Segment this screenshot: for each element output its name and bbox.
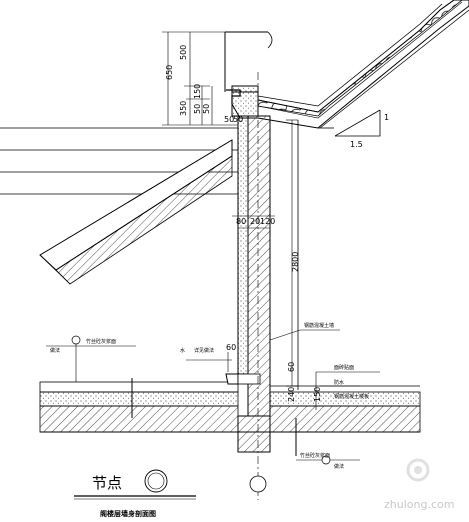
axis-lines — [249, 72, 267, 500]
dim-500: 500 — [179, 45, 188, 60]
slab-note-2: 防水 — [334, 379, 344, 386]
dim-50-c: 50 — [224, 115, 234, 124]
dim-60-drip: 60 — [226, 343, 236, 352]
slope-indicator: 1 1.5 — [334, 109, 389, 149]
lower-right-note: 竹丝砼灰浆面 — [300, 452, 330, 459]
dim-60-right: 60 — [287, 362, 296, 372]
slab-note-1: 面砖贴面 — [334, 364, 354, 371]
parapet-block — [226, 85, 259, 117]
dim-80: 80 — [236, 217, 246, 226]
stair — [39, 139, 233, 285]
gutter-detail — [186, 359, 261, 385]
drawing-subtitle: 阁楼层墙身剖面图 — [100, 509, 156, 518]
dim-150-floor: 150 — [313, 387, 322, 402]
height-dimension: 2800 60 240 150 — [286, 119, 322, 410]
dim-50-a: 50 — [193, 104, 202, 114]
floor-slab — [39, 381, 421, 453]
lower-right-small: 做法 — [334, 463, 344, 470]
dim-50-d: 50 — [233, 115, 243, 124]
slope-rise: 1 — [384, 113, 389, 122]
drawing-title: 节点 — [92, 474, 122, 492]
slab-note-3: 钢筋混凝土楼板 — [334, 393, 369, 400]
dim-350: 350 — [179, 101, 188, 116]
dim-650: 650 — [165, 65, 174, 80]
watermark-logo — [406, 458, 430, 482]
slope-run: 1.5 — [350, 140, 363, 149]
dim-50-b: 50 — [202, 104, 211, 114]
gutter-label: 水 — [180, 347, 185, 354]
roof-assembly — [231, 0, 469, 129]
dim-150: 150 — [193, 84, 202, 99]
dim-120: 120 — [260, 217, 275, 226]
axis-bubble — [249, 475, 267, 493]
upper-wall — [224, 31, 273, 92]
wall-note: 钢筋混凝土墙 — [304, 322, 334, 329]
wall-thickness-dims: 80 20 120 — [232, 215, 275, 226]
gutter-note: 详见做法 — [194, 347, 214, 354]
dim-240: 240 — [287, 387, 296, 402]
top-left-small: 做法 — [50, 347, 60, 354]
watermark: zhulong.com — [384, 498, 454, 511]
dim-20: 20 — [250, 217, 260, 226]
dim-2800: 2800 — [291, 252, 300, 272]
left-dimension-chain: 650 500 350 150 50 50 50 50 — [162, 31, 243, 126]
title-block: 节点 阁楼层墙身剖面图 — [74, 469, 196, 518]
top-left-note: 竹丝砼灰浆面 — [86, 338, 116, 345]
leader-notes: 竹丝砼灰浆面 做法 钢筋混凝土墙 详见做法 水 面砖贴面 防水 钢筋混凝土楼板 … — [46, 322, 380, 470]
